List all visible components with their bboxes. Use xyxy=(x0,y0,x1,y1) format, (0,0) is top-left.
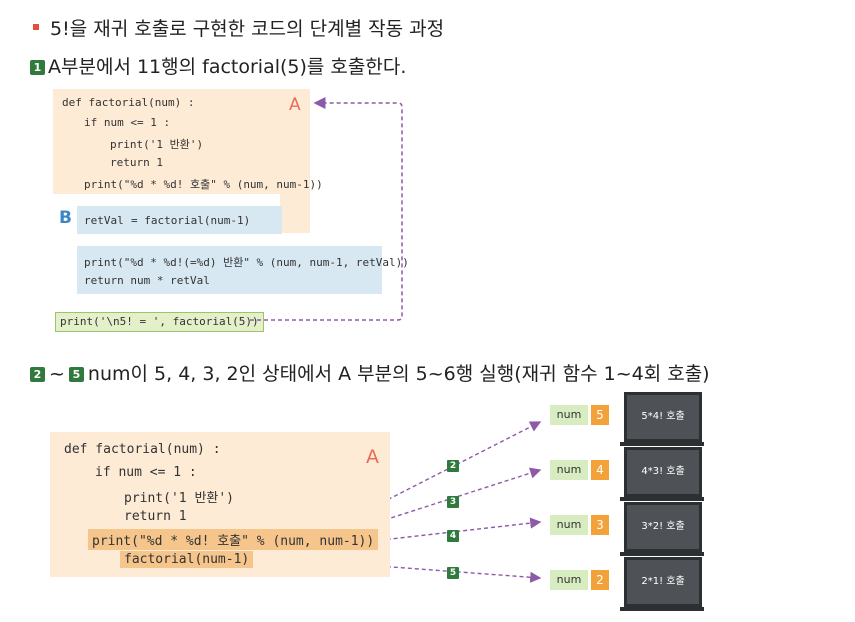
arrow-badge: 5 xyxy=(447,567,459,579)
step-badge: 5 xyxy=(68,367,84,382)
call-arrow-4 xyxy=(337,517,542,546)
monitor-base xyxy=(620,607,704,611)
return-arrow xyxy=(250,97,403,321)
monitor-base xyxy=(620,442,704,446)
num-label: num xyxy=(550,515,588,535)
code-line: if num <= 1 : xyxy=(95,465,197,480)
bullet-marker xyxy=(33,24,39,30)
label-b: B xyxy=(59,208,72,228)
arrow-badge: 3 xyxy=(447,496,459,508)
num-label: num xyxy=(550,405,588,425)
code-block-b-lower xyxy=(77,246,382,294)
code-block-a-tail xyxy=(280,190,310,233)
code-line: print('\n5! = ', factorial(5)) xyxy=(60,315,259,328)
screen-text: 2*1! 호출 xyxy=(641,576,685,587)
arrow-badge: 4 xyxy=(447,530,459,542)
highlighted-line: print("%d * %d! 호출" % (num, num-1)) xyxy=(88,529,379,550)
screen-text: 5*4! 호출 xyxy=(641,411,685,422)
monitor-screen: 4*3! 호출 xyxy=(624,447,702,497)
monitor-screen: 5*4! 호출 xyxy=(624,392,702,442)
range-tilde: ~ xyxy=(49,363,65,385)
code-line: def factorial(num) : xyxy=(62,96,195,109)
label-a: A xyxy=(289,95,301,115)
step2-text: num이 5, 4, 3, 2인 상태에서 A 부분의 5~6행 실행(재귀 함… xyxy=(87,363,710,385)
monitor-base xyxy=(620,497,704,501)
num-value: 5 xyxy=(591,405,609,425)
step-badge: 2 xyxy=(30,367,45,382)
code-line: return 1 xyxy=(124,509,187,524)
code-line: factorial(num-1) xyxy=(124,552,250,567)
step1-text: A부분에서 11행의 factorial(5)를 호출한다. xyxy=(48,56,407,78)
code-line: if num <= 1 : xyxy=(84,116,171,129)
arrow-badge: 2 xyxy=(447,460,459,472)
label-a: A xyxy=(366,446,379,468)
monitor-screen: 2*1! 호출 xyxy=(624,557,702,607)
num-label: num xyxy=(550,460,588,480)
num-value: 4 xyxy=(591,460,609,480)
code-line: retVal xyxy=(84,214,124,227)
highlighted-line: factorial(num-1) xyxy=(120,551,254,568)
code-line: print("%d * %d! 호출" % (num, num-1)) xyxy=(84,178,323,191)
num-value: 3 xyxy=(591,515,609,535)
code-line: return num * retVal xyxy=(84,274,210,287)
code-line: = factorial(num-1) xyxy=(131,214,251,227)
step-badge: 1 xyxy=(30,60,45,75)
code-line: print("%d * %d!(=%d) 반환" % (num, num-1, … xyxy=(84,256,409,269)
monitor-base xyxy=(620,552,704,556)
call-arrow-5 xyxy=(337,562,542,583)
code-block-a xyxy=(53,89,310,194)
code-line: print('1 반환') xyxy=(124,491,235,506)
code-line: def factorial(num) : xyxy=(64,442,221,457)
code-line: return 1 xyxy=(110,156,163,169)
section-title: 5!을 재귀 호출로 구현한 코드의 단계별 작동 과정 xyxy=(50,18,445,40)
main-call-box: print('\n5! = ', factorial(5)) xyxy=(55,312,264,332)
code-line: print('1 반환') xyxy=(110,138,204,151)
screen-text: 4*3! 호출 xyxy=(641,466,685,477)
code-block-b xyxy=(77,206,282,234)
num-label: num xyxy=(550,570,588,590)
monitor-screen: 3*2! 호출 xyxy=(624,502,702,552)
num-value: 2 xyxy=(591,570,609,590)
code-line: print("%d * %d! 호출" % (num, num-1)) xyxy=(92,534,375,549)
screen-text: 3*2! 호출 xyxy=(641,521,685,532)
